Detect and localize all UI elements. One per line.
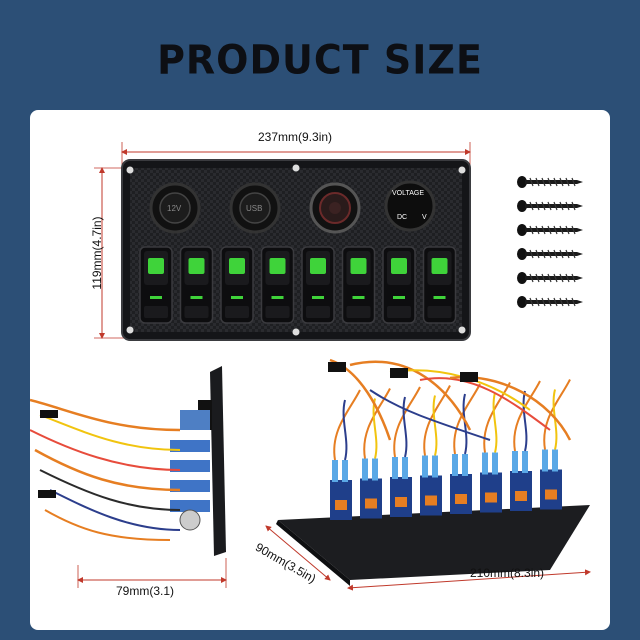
screw [517,200,583,212]
screw [517,224,583,236]
relay-connector [420,385,451,516]
back-view [265,358,591,591]
base-width-label: 210mm(8.3in) [470,566,545,580]
rocker-switches [139,246,457,324]
screw [517,272,583,284]
socket-12v [149,182,201,234]
depth-label: 79mm(3.1) [116,584,175,598]
relay-connector [540,379,571,510]
socket-usb-label: USB [246,204,263,213]
relay-connector [330,389,361,520]
side-view [30,366,227,588]
relay-connector [510,380,541,511]
screw [517,176,583,188]
screw [517,296,583,308]
rocker-switch [422,246,457,324]
socket-usb [229,182,281,234]
page-title: PRODUCT SIZE [157,36,483,84]
relay-connector [390,386,421,517]
rocker-switch [220,246,254,324]
product-card: 237mm(9.3in) 119mm(4.7in) 79mm(3.1) 90mm… [30,110,610,630]
rocker-switch [301,246,335,324]
rocker-switch [139,246,173,324]
voltmeter [384,180,436,232]
rocker-switch [341,246,376,324]
relay-connector [480,382,511,513]
voltmeter-title: VOLTAGE [392,190,425,197]
voltmeter-v: V [422,214,427,221]
socket-cigarette [309,182,361,234]
socket-12v-label: 12V [167,204,182,213]
rocker-switch [260,246,295,324]
rocker-switch [179,246,214,324]
screw-set [517,176,583,308]
screw [517,248,583,260]
height-label: 119mm(4.7in) [90,216,104,290]
product-illustration [30,142,591,591]
relay-connector [360,388,391,519]
rocker-switch [382,246,416,324]
switch-panel-front [121,159,471,341]
voltmeter-dc: DC [397,214,408,221]
width-label: 237mm(9.3in) [258,130,333,144]
